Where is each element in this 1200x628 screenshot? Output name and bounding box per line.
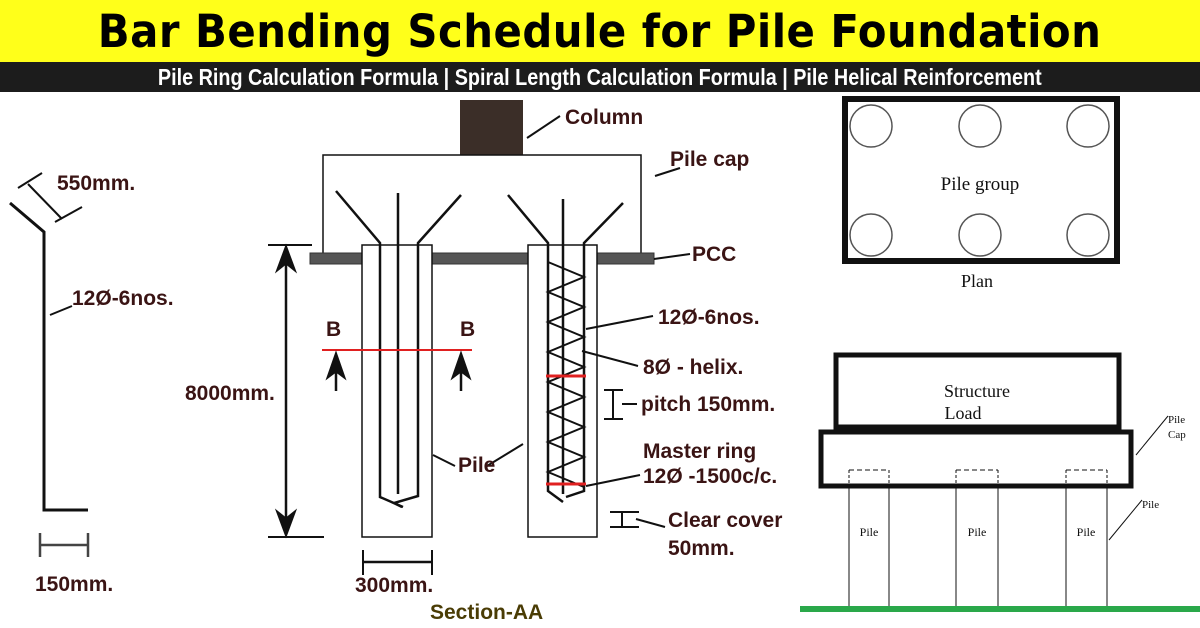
pile-circle <box>849 213 893 257</box>
arrowhead-icon <box>274 508 298 539</box>
label-pile-cap-elev-2: Cap <box>1168 429 1186 441</box>
column <box>460 100 523 155</box>
label-section-b-right: B <box>460 318 475 341</box>
label-pile: Pile <box>458 454 495 477</box>
structure-block <box>833 352 1122 430</box>
label-column: Column <box>565 106 643 129</box>
bar-shape-diagram <box>9 172 90 557</box>
page-title: Bar Bending Schedule for Pile Foundation <box>98 4 1102 58</box>
leader-line <box>585 474 641 487</box>
label-master-ring: Master ring <box>643 440 756 463</box>
label-helix: 8Ø - helix. <box>643 356 743 379</box>
section-aa-diagram <box>268 100 691 575</box>
pile-leader <box>1108 499 1143 541</box>
leader-line <box>432 454 456 467</box>
label-pile-cap: Pile cap <box>670 148 749 171</box>
pile-cap-leader <box>654 167 681 177</box>
arrowhead-icon <box>274 243 298 274</box>
dimension-tick <box>17 172 43 189</box>
title-banner: Bar Bending Schedule for Pile Foundation <box>0 0 1200 62</box>
label-load: Load <box>945 403 982 423</box>
pile-circle <box>958 213 1002 257</box>
plan-diagram <box>842 96 1120 264</box>
label-pile-1: Pile <box>860 525 879 539</box>
label-structure: Structure <box>944 381 1010 401</box>
label-clear-cover-value: 50mm. <box>668 537 735 560</box>
subtitle-banner: Pile Ring Calculation Formula | Spiral L… <box>0 62 1200 92</box>
leader-line <box>581 350 639 367</box>
label-section-b-left: B <box>326 318 341 341</box>
label-pile-cap-elev: Pile <box>1168 414 1185 426</box>
section-caption: Section-AA <box>430 601 543 624</box>
arrow-up-icon <box>325 350 347 391</box>
rebar <box>335 190 404 509</box>
label-pcc: PCC <box>692 243 736 266</box>
leader-line <box>49 305 73 316</box>
plan-caption: Plan <box>961 271 993 291</box>
pile-circle <box>1066 213 1110 257</box>
elevation-pile <box>1065 469 1108 607</box>
rebar <box>390 194 462 509</box>
elevation-pile <box>848 469 890 607</box>
dimension-tick <box>54 206 83 223</box>
rebar <box>507 194 564 504</box>
pile-circle <box>849 104 893 148</box>
label-150mm: 150mm. <box>35 573 113 596</box>
arrow-up-icon <box>450 350 472 391</box>
label-bar-spec: 12Ø-6nos. <box>72 287 174 310</box>
leader-line <box>486 443 524 467</box>
dimension-550 <box>27 183 63 220</box>
pile-circle <box>1066 104 1110 148</box>
label-pile-3: Pile <box>1077 525 1096 539</box>
label-master-ring-spec: 12Ø -1500c/c. <box>643 465 777 488</box>
leader-line <box>585 315 654 330</box>
label-main-bars: 12Ø-6nos. <box>658 306 760 329</box>
pile-cap-leader <box>1135 415 1169 456</box>
label-pile-width: 300mm. <box>355 574 433 597</box>
leader-line <box>635 518 666 528</box>
elevation-diagram <box>800 352 1200 612</box>
pile-cap <box>322 154 642 253</box>
label-550mm: 550mm. <box>57 172 135 195</box>
elevation-pile-cap <box>818 429 1134 489</box>
column-leader <box>526 115 561 139</box>
label-clear-cover: Clear cover <box>668 509 782 532</box>
pile-circle <box>958 104 1002 148</box>
bent-bar <box>9 201 88 512</box>
label-pile-group: Pile group <box>941 174 1020 195</box>
elevation-pile <box>955 469 999 607</box>
ground-line <box>800 606 1200 612</box>
label-pitch: pitch 150mm. <box>641 393 775 416</box>
label-pile-length: 8000mm. <box>185 382 275 405</box>
plan-pile-cap <box>842 96 1120 264</box>
label-pile-callout: Pile <box>1142 499 1159 511</box>
page-subtitle: Pile Ring Calculation Formula | Spiral L… <box>158 63 1042 90</box>
label-pile-2: Pile <box>968 525 987 539</box>
pcc-leader <box>653 253 691 260</box>
